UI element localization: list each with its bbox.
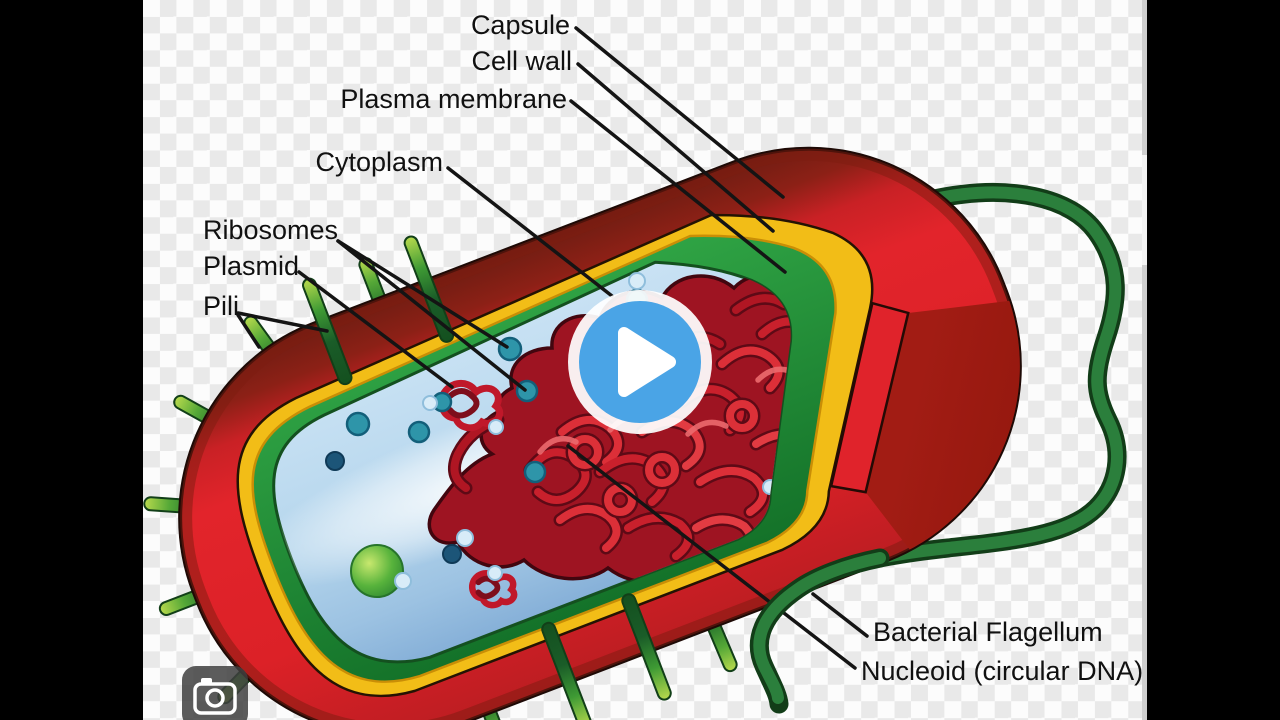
flagellum xyxy=(870,183,1127,568)
pili-line-2 xyxy=(236,313,261,349)
label-pili: Pili xyxy=(203,291,240,321)
label-lines xyxy=(236,26,869,670)
flagellum-tail xyxy=(749,548,890,714)
bacteria-diagram xyxy=(143,26,1127,720)
plasma-membrane-line xyxy=(569,99,787,274)
storage-granule xyxy=(350,544,404,598)
cut-rim xyxy=(829,301,910,494)
camera-button[interactable] xyxy=(182,666,248,720)
label-capsule: Capsule xyxy=(470,10,570,40)
granule-bead xyxy=(394,572,412,590)
flagellum-line xyxy=(811,592,869,638)
capsule-line xyxy=(574,26,785,199)
ribosomes-line-2 xyxy=(336,239,527,392)
cytoplasm-line xyxy=(446,166,614,298)
label-ribosomes: Ribosomes xyxy=(203,215,339,245)
label-plasma-membrane: Plasma membrane xyxy=(340,84,567,114)
scrollbar-track[interactable] xyxy=(1142,0,1147,720)
play-button[interactable] xyxy=(568,290,712,434)
label-bacterial-flagellum: Bacterial Flagellum xyxy=(873,617,1103,647)
camera-icon xyxy=(193,678,237,715)
image-area: Capsule Cell wall Plasma membrane Cytopl… xyxy=(143,0,1147,720)
plasmid-line xyxy=(297,270,454,389)
label-cell-wall: Cell wall xyxy=(471,46,572,76)
play-icon xyxy=(618,327,676,397)
label-cytoplasm: Cytoplasm xyxy=(315,147,443,177)
cell-wall-line xyxy=(576,62,775,233)
ribosomes-line-1 xyxy=(336,239,509,349)
scrollbar-thumb[interactable] xyxy=(1142,155,1147,265)
nucleoid-line xyxy=(566,444,857,670)
label-plasmid: Plasmid xyxy=(203,251,300,281)
label-nucleoid: Nucleoid (circular DNA) xyxy=(861,656,1144,686)
pili-line-1 xyxy=(236,311,329,333)
